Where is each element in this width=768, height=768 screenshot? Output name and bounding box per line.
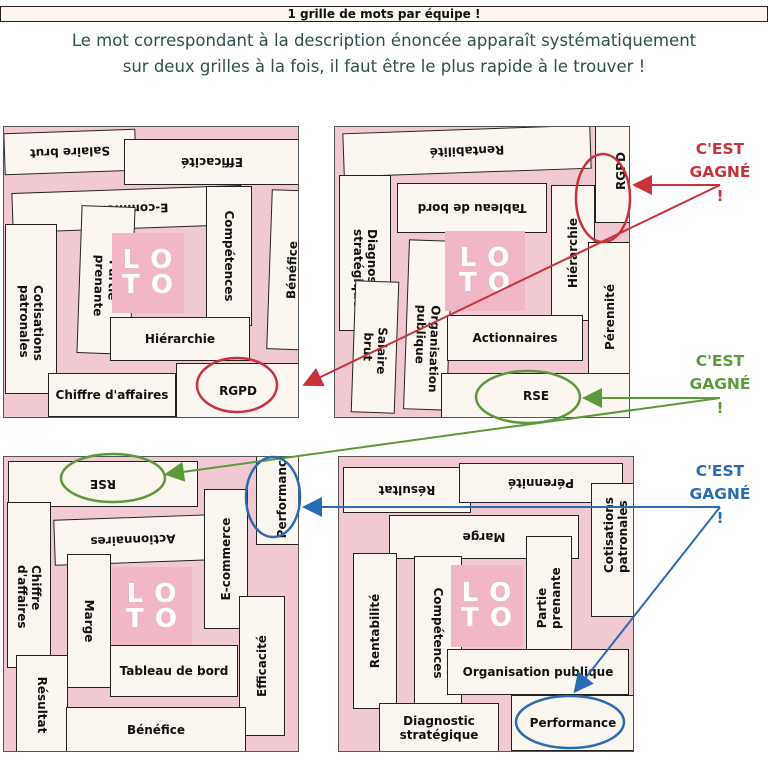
grid-1: Salaire brut Efficacité E-commerce Compé… [3,126,299,418]
tile-rgpd: RGPD [595,127,629,223]
tile-benefice: Bénéfice [266,189,298,351]
tile-performance: Performance [256,457,298,545]
win-label-green: C'EST GAGNÉ! [689,352,751,417]
grid-4: Résultat Pérennité Marge Cotisations pat… [338,456,634,752]
tile-marge: Marge [67,554,111,688]
tile-cotisations: Cotisations patronales [591,483,633,617]
tile-chiffre-affaires: Chiffre d'affaires [7,502,51,668]
tile-diagnostic: Diagnostic stratégique [379,703,499,751]
tile-actionnaires: Actionnaires [447,315,583,361]
tile-salaire-brut: Salaire brut [350,280,400,414]
tile-hierarchie: Hiérarchie [110,317,250,361]
tile-organisation: Organisation publique [447,649,629,695]
win-label-red: C'EST GAGNÉ! [689,140,751,205]
tile-rse: RSE [8,461,198,507]
tile-rentabilite: Rentabilité [353,553,397,709]
tile-resultat: Résultat [343,467,471,513]
tile-chiffre-affaires: Chiffre d'affaires [48,373,176,417]
tile-salaire-brut: Salaire brut [4,128,137,176]
tile-competences: Compétences [206,186,252,326]
header-title: 1 grille de mots par équipe ! [0,6,768,23]
tile-cotisations: Cotisations patronales [5,224,57,394]
tile-rse: RSE [441,373,629,417]
tile-benefice: Bénéfice [66,707,246,751]
tile-rgpd: RGPD [176,363,298,417]
tile-resultat: Résultat [16,655,68,751]
win-label-blue: C'EST GAGNÉ! [689,462,751,527]
header-line-1: Le mot correspondant à la description én… [71,31,697,50]
grid-2: Rentabilité Diagnostic stratégique Table… [334,126,630,418]
header-line-2: sur deux grilles à la fois, il faut être… [122,57,646,76]
tile-tableau-bord: Tableau de bord [110,645,238,697]
tile-perennite: Pérennité [588,242,629,392]
tile-rentabilite: Rentabilité [342,127,592,178]
tile-efficacite: Efficacité [124,139,298,185]
tile-performance: Performance [511,695,633,751]
tile-tableau-bord: Tableau de bord [397,183,547,233]
grid-3: RSE Performance Chiffre d'affaires Actio… [3,456,299,752]
